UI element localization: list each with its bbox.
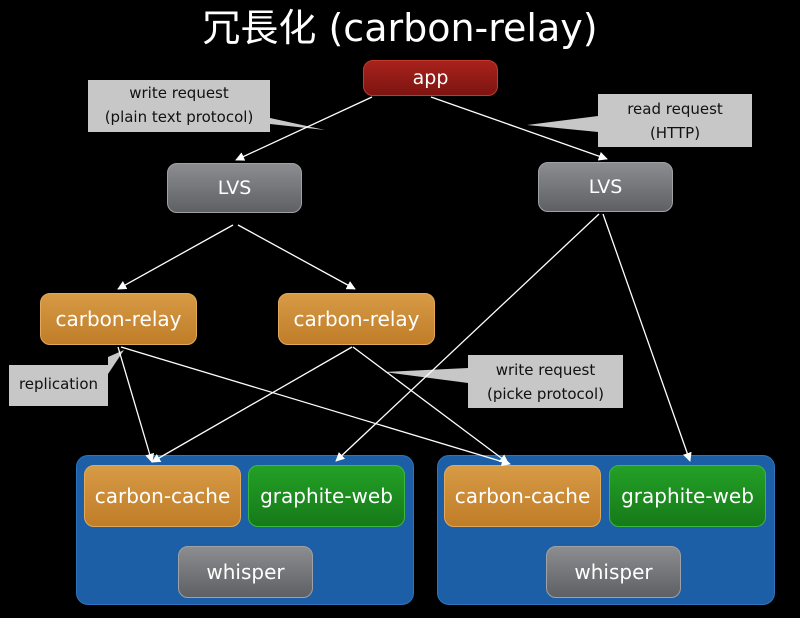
edge-lvs-right-to-web-left (335, 213, 600, 462)
callout-write-pickle-line2: (picke protocol) (487, 385, 604, 403)
callout-read-http-line2: (HTTP) (649, 124, 701, 142)
callout-write-plain-shape (88, 80, 325, 132)
app-node: app (363, 60, 498, 96)
callout-write-plain-line1: write request (129, 84, 229, 102)
graphite-web-node-right: graphite-web (609, 465, 766, 527)
edge-relay-right-to-cache-left (151, 346, 353, 463)
whisper-node-right: whisper (546, 546, 681, 598)
carbon-cache-node-left: carbon-cache (84, 465, 241, 527)
edge-lvs-left-to-relay-left (117, 224, 234, 290)
edge-app-to-lvs-left (235, 96, 373, 161)
edge-relay-right-to-cache-right (352, 346, 509, 464)
carbon-relay-node-right: carbon-relay (278, 293, 435, 345)
edge-lvs-right-to-web-right (602, 213, 692, 462)
carbon-relay-node-left: carbon-relay (40, 293, 197, 345)
graphite-web-node-left: graphite-web (248, 465, 405, 527)
callout-write-pickle-line1: write request (495, 361, 596, 379)
lvs-node-left: LVS (167, 163, 302, 213)
diagram-title: 冗長化 (carbon-relay) (202, 6, 598, 50)
edge-lvs-left-to-relay-right (237, 224, 356, 290)
edge-relay-left-to-cache-left (117, 346, 155, 463)
callout-write-plain-line2: (plain text protocol) (104, 108, 254, 126)
edge-app-to-lvs-right (430, 96, 608, 161)
edge-relay-left-to-cache-right (120, 346, 511, 466)
callout-read-http-shape (527, 94, 752, 147)
callout-read-http-line1: read request (627, 100, 723, 118)
whisper-node-left: whisper (178, 546, 313, 598)
callout-write-pickle-shape (384, 355, 623, 408)
callout-replication-label: replication (18, 375, 99, 393)
lvs-node-right: LVS (538, 162, 673, 212)
callout-replication-shape (9, 350, 124, 406)
carbon-cache-node-right: carbon-cache (444, 465, 601, 527)
